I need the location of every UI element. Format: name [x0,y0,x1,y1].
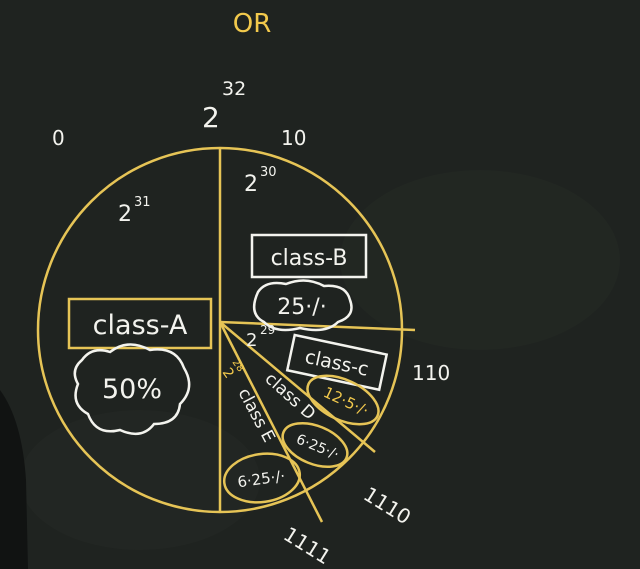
divider-d [219,321,376,453]
class-e-label: class E [234,385,279,446]
bit-prefix-110: 110 [412,361,450,385]
board-smudge [340,170,620,350]
class-b-percent: 25·/· [277,295,326,320]
power-top-base: 2 [202,101,220,134]
power-class-b-base: 2 [244,172,258,197]
power-class-a-base: 2 [118,202,132,227]
power-class-a-exp: 31 [134,195,151,210]
bit-prefix-1111: 1111 [279,522,335,569]
power-top-exp: 32 [222,78,246,100]
top-label: OR [233,9,272,39]
class-b-box [250,233,368,279]
bit-prefix-1110: 1110 [359,482,415,529]
class-b-cloud [252,279,353,332]
class-a-percent: 50% [102,374,162,405]
power-class-c-base: 2 [246,330,257,351]
power-class-b-exp: 30 [260,165,277,180]
class-c-cloud [306,374,380,426]
divider-c [219,320,416,332]
bit-prefix-10: 10 [281,126,306,150]
class-e-cloud [222,452,302,504]
class-b-label: class-B [271,246,348,271]
class-c-box [285,333,389,392]
class-d-cloud [281,422,349,468]
class-a-label: class-A [93,310,188,341]
divider-e [218,321,324,523]
class-a-cloud [73,343,191,436]
presenter-shoulder [0,390,28,569]
bit-prefix-0: 0 [52,126,65,150]
class-a-box [67,297,213,350]
